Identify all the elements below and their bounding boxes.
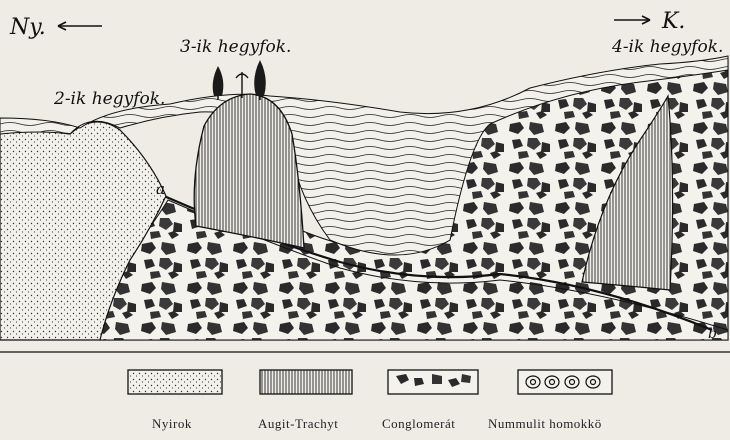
peak-4-label: 4-ik hegyfok.	[611, 37, 723, 57]
arrow-left-icon	[58, 22, 102, 30]
compass-east-label: K.	[661, 9, 685, 34]
tree-icon	[254, 60, 266, 100]
legend-label-nyirok: Nyirok	[152, 416, 192, 431]
legend-swatch-nyirok	[128, 370, 222, 394]
legend-label-conglomerat: Conglomerát	[382, 416, 455, 431]
legend-label-nummulit: Nummulit homokkö	[488, 416, 602, 431]
compass-west-label: Ny.	[9, 15, 46, 40]
legend	[128, 370, 612, 394]
peak-3-label: 3-ik hegyfok.	[180, 37, 291, 57]
point-a-label: a	[156, 180, 165, 198]
point-b-label: b	[708, 326, 717, 342]
arrow-right-icon	[614, 16, 650, 24]
tree-icon	[213, 66, 224, 100]
legend-label-augit-trachyt: Augit-Trachyt	[258, 416, 338, 431]
legend-swatch-augit-trachyt	[260, 370, 352, 394]
